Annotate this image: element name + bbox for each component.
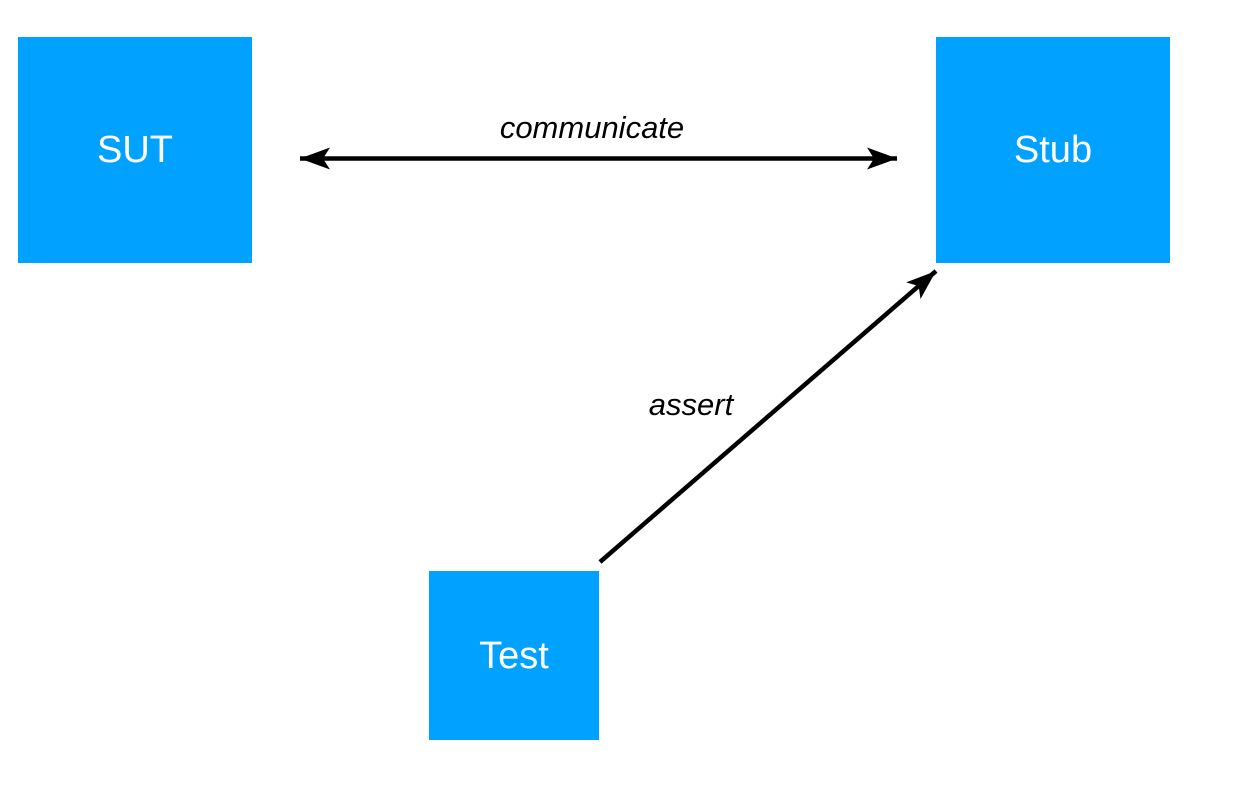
edge-assert-arrow <box>598 269 938 564</box>
node-stub-label: Stub <box>1013 129 1093 171</box>
node-test: Test <box>429 571 599 740</box>
node-sut: SUT <box>18 37 252 263</box>
node-sut-label: SUT <box>97 129 173 171</box>
edge-label-assert: assert <box>648 387 734 422</box>
node-test-label: Test <box>479 634 549 677</box>
edge-label-communicate: communicate <box>499 110 685 145</box>
node-stub: Stub <box>936 37 1170 263</box>
